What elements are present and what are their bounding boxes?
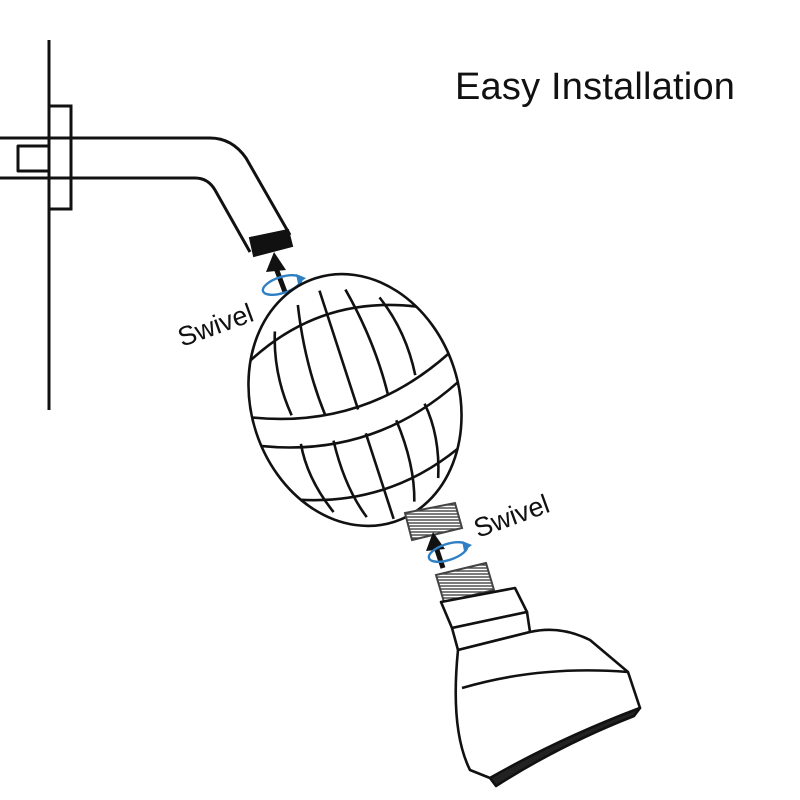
- swivel-label-top: Swivel: [174, 298, 258, 353]
- wall-flange: [47, 104, 73, 211]
- filter-cartridge: [247, 272, 463, 528]
- rotation-arrow-icon: [261, 273, 306, 297]
- page-title: Easy Installation: [455, 66, 736, 108]
- arm-threaded-end: [248, 228, 294, 258]
- showerhead: [439, 586, 642, 788]
- filter-outlet-thread: [403, 501, 464, 542]
- showerhead-inlet-thread: [434, 561, 496, 604]
- up-arrow-icon: [266, 252, 288, 293]
- swivel-label-bottom: Swivel: [470, 489, 554, 544]
- rotation-arrow-icon-bottom: [427, 540, 472, 564]
- shower-arm: [0, 136, 292, 253]
